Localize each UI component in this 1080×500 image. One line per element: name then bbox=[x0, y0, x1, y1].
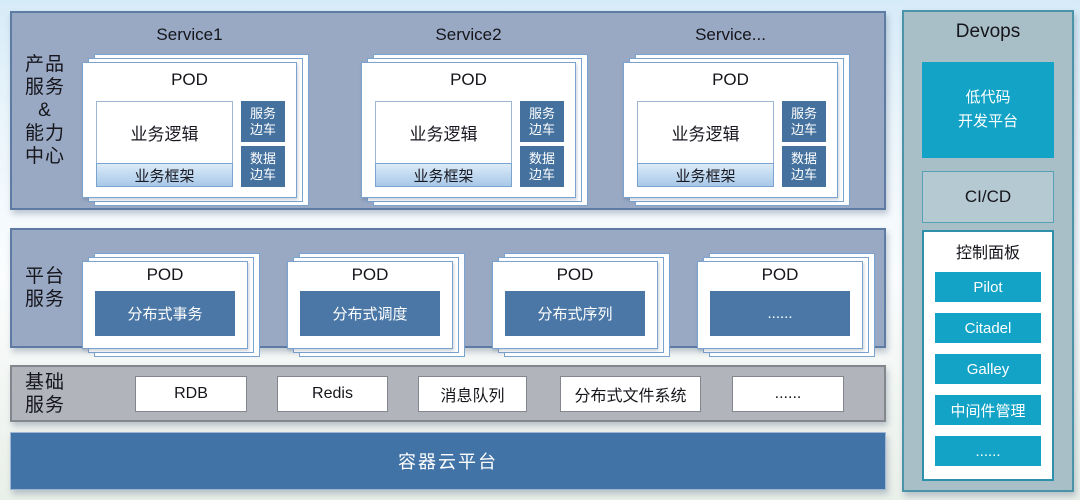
sidecar-column: 服务 边车 数据 边车 bbox=[241, 101, 285, 187]
business-framework-bar: 业务框架 bbox=[637, 163, 774, 187]
lowcode-line: 低代码 bbox=[965, 89, 1011, 106]
sidecar-line: 服务 bbox=[528, 105, 555, 121]
pod-body: 业务逻辑 业务框架 服务 边车 数据 边车 bbox=[96, 101, 285, 187]
row-label-platform: 平台 服务 bbox=[12, 230, 78, 346]
pod-stack: POD 业务逻辑 业务框架 服务 边车 数据 bbox=[623, 54, 850, 206]
pod-title: POD bbox=[171, 70, 208, 89]
business-logic-box: 业务逻辑 bbox=[375, 101, 512, 164]
sidecar-line: 数据 bbox=[790, 150, 817, 166]
platform-pod-stack-scheduling: POD 分布式调度 bbox=[287, 253, 465, 357]
container-cloud-bar: 容器云平台 bbox=[10, 432, 886, 490]
logic-column: 业务逻辑 业务框架 bbox=[637, 101, 774, 187]
sidecar-line: 服务 bbox=[790, 105, 817, 121]
lowcode-line: 开发平台 bbox=[957, 113, 1018, 130]
devops-title: Devops bbox=[955, 21, 1021, 42]
platform-services-panel: 平台 服务 POD 分布式事务 POD 分布式调度 POD 分布式序列 POD bbox=[10, 228, 886, 357]
pod-body: 业务逻辑 业务框架 服务 边车 数据 边车 bbox=[637, 101, 826, 187]
basic-box-more: ...... bbox=[732, 376, 844, 412]
pod-title: POD bbox=[146, 265, 184, 284]
service-title: Service2 bbox=[435, 25, 502, 44]
container-cloud-label: 容器云平台 bbox=[398, 452, 498, 472]
row-label-basic: 基础 服务 bbox=[12, 367, 78, 420]
label-line: 产品 bbox=[24, 54, 65, 75]
label-line: 服务 bbox=[24, 394, 65, 416]
service-group-service2: Service2 POD 业务逻辑 业务框架 服务 边车 bbox=[361, 25, 588, 206]
control-button-more: ...... bbox=[935, 436, 1041, 466]
platform-function-bar: 分布式事务 bbox=[95, 291, 235, 336]
service-group-service-more: Service... POD 业务逻辑 业务框架 服务 边车 bbox=[623, 25, 850, 206]
label-line: & bbox=[38, 100, 52, 121]
basic-box-redis: Redis bbox=[277, 376, 388, 412]
pod-card: POD 分布式序列 bbox=[492, 261, 658, 349]
control-button-citadel: Citadel bbox=[935, 313, 1041, 343]
data-sidecar-box: 数据 边车 bbox=[241, 146, 285, 187]
service-title: Service1 bbox=[156, 25, 223, 44]
pod-title: POD bbox=[351, 265, 389, 284]
cicd-box: CI/CD bbox=[922, 171, 1054, 223]
sidecar-column: 服务 边车 数据 边车 bbox=[782, 101, 826, 187]
basic-box-message-queue: 消息队列 bbox=[418, 376, 527, 412]
devops-panel: Devops 低代码 开发平台 CI/CD 控制面板 Pilot Citadel… bbox=[902, 10, 1074, 492]
sidecar-column: 服务 边车 数据 边车 bbox=[520, 101, 564, 187]
pod-title: POD bbox=[761, 265, 799, 284]
pod-body: 业务逻辑 业务框架 服务 边车 数据 边车 bbox=[375, 101, 564, 187]
product-capability-panel: 产品 服务 & 能力 中心 Service1 POD 业务逻辑 业务框架 bbox=[10, 11, 886, 210]
control-button-galley: Galley bbox=[935, 354, 1041, 384]
pod-card: POD 分布式调度 bbox=[287, 261, 453, 349]
service-sidecar-box: 服务 边车 bbox=[520, 101, 564, 142]
pod-card: POD 分布式事务 bbox=[82, 261, 248, 349]
platform-pod-stack-more: POD ...... bbox=[697, 253, 875, 357]
control-button-middleware: 中间件管理 bbox=[935, 395, 1041, 425]
label-line: 中心 bbox=[24, 146, 65, 167]
pod-title: POD bbox=[712, 70, 749, 89]
lowcode-platform-box: 低代码 开发平台 bbox=[922, 62, 1054, 158]
platform-pod-stack-sequence: POD 分布式序列 bbox=[492, 253, 670, 357]
label-line: 服务 bbox=[24, 77, 65, 98]
platform-function-bar: ...... bbox=[710, 291, 850, 336]
service-sidecar-box: 服务 边车 bbox=[782, 101, 826, 142]
label-line: 能力 bbox=[24, 123, 65, 144]
business-framework-bar: 业务框架 bbox=[96, 163, 233, 187]
label-line: 平台 bbox=[24, 266, 65, 287]
pod-stack: POD 业务逻辑 业务框架 服务 边车 数据 bbox=[361, 54, 588, 206]
business-logic-box: 业务逻辑 bbox=[637, 101, 774, 164]
sidecar-line: 边车 bbox=[249, 121, 276, 137]
service-sidecar-box: 服务 边车 bbox=[241, 101, 285, 142]
pod-card: POD ...... bbox=[697, 261, 863, 349]
business-framework-bar: 业务框架 bbox=[375, 163, 512, 187]
platform-function-bar: 分布式调度 bbox=[300, 291, 440, 336]
pod-card: POD 业务逻辑 业务框架 服务 边车 数据 bbox=[82, 62, 297, 198]
sidecar-line: 边车 bbox=[528, 166, 555, 182]
label-line: 基础 bbox=[24, 371, 65, 393]
service-group-service1: Service1 POD 业务逻辑 业务框架 服务 边车 bbox=[82, 25, 309, 206]
service-title: Service... bbox=[695, 25, 766, 44]
control-button-pilot: Pilot bbox=[935, 272, 1041, 302]
basic-box-distributed-file-system: 分布式文件系统 bbox=[560, 376, 701, 412]
row-label-product: 产品 服务 & 能力 中心 bbox=[12, 13, 78, 208]
pod-title: POD bbox=[450, 70, 487, 89]
sidecar-line: 边车 bbox=[790, 166, 817, 182]
sidecar-line: 边车 bbox=[528, 121, 555, 137]
sidecar-line: 数据 bbox=[249, 150, 276, 166]
sidecar-line: 边车 bbox=[249, 166, 276, 182]
basic-box-rdb: RDB bbox=[135, 376, 247, 412]
basic-services-panel: 基础 服务 RDB Redis 消息队列 分布式文件系统 ...... bbox=[10, 365, 886, 422]
pod-card: POD 业务逻辑 业务框架 服务 边车 数据 bbox=[623, 62, 838, 198]
logic-column: 业务逻辑 业务框架 bbox=[96, 101, 233, 187]
platform-function-bar: 分布式序列 bbox=[505, 291, 645, 336]
pod-title: POD bbox=[556, 265, 594, 284]
data-sidecar-box: 数据 边车 bbox=[520, 146, 564, 187]
sidecar-line: 边车 bbox=[790, 121, 817, 137]
pod-card: POD 业务逻辑 业务框架 服务 边车 数据 bbox=[361, 62, 576, 198]
sidecar-line: 数据 bbox=[528, 150, 555, 166]
sidecar-line: 服务 bbox=[249, 105, 276, 121]
business-logic-box: 业务逻辑 bbox=[96, 101, 233, 164]
platform-pod-stack-transaction: POD 分布式事务 bbox=[82, 253, 260, 357]
pod-stack: POD 业务逻辑 业务框架 服务 边车 数据 bbox=[82, 54, 309, 206]
control-panel-box: 控制面板 Pilot Citadel Galley 中间件管理 ...... bbox=[922, 230, 1054, 481]
data-sidecar-box: 数据 边车 bbox=[782, 146, 826, 187]
control-panel-title: 控制面板 bbox=[955, 245, 1020, 262]
logic-column: 业务逻辑 业务框架 bbox=[375, 101, 512, 187]
label-line: 服务 bbox=[24, 289, 65, 310]
